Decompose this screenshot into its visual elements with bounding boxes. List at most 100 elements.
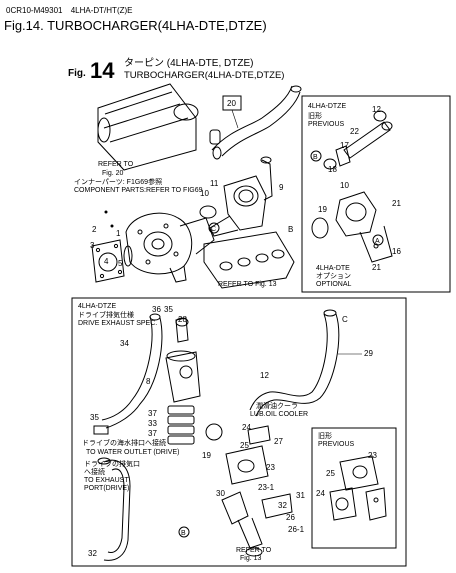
bottom-callout-32: 32 <box>278 501 287 510</box>
bottom-callout-27: 27 <box>274 437 283 446</box>
bottom-callout-c: C <box>342 315 348 324</box>
inset-marker-a: A <box>375 238 380 245</box>
bottom-callout-28: 28 <box>178 315 187 324</box>
marker-dot-b <box>110 224 114 228</box>
marker-c: C <box>211 226 216 233</box>
callout-20: 20 <box>227 99 236 108</box>
inset-callout-22: 22 <box>350 127 359 136</box>
turbo-outlet-elbow <box>209 175 267 237</box>
drive-spec-jp: ドライブ排気仕様 <box>78 310 134 319</box>
callout-1: 1 <box>116 229 121 238</box>
bottom-callout-37a: 37 <box>148 409 157 418</box>
inset-callout-12: 12 <box>372 105 381 114</box>
callout-5: 5 <box>118 259 123 268</box>
bottom-callout-36: 36 <box>152 305 161 314</box>
inset-callout-17: 17 <box>340 141 349 150</box>
figure-title: Fig.14. TURBOCHARGER(4LHA-DTE,DTZE) <box>4 18 267 33</box>
inset-br-callout-25: 25 <box>326 469 335 478</box>
bottom-callout-30: 30 <box>216 489 225 498</box>
fig-jp-title: ターピン (4LHA-DTE, DTZE) <box>124 57 253 69</box>
inset-marker-a-circle <box>372 234 384 246</box>
marker-dot-a <box>104 210 108 214</box>
water-outlet-en: TO WATER OUTLET (DRIVE) <box>86 449 179 456</box>
bellows-37-33 <box>167 405 195 445</box>
document-header: 0CR10-M49301 4LHA-DT/HT(Z)E <box>6 6 133 15</box>
water-hose-29 <box>249 309 340 417</box>
callout-11: 11 <box>210 179 219 188</box>
clamp-ring-10 <box>199 205 217 219</box>
marker-b: B <box>181 530 186 537</box>
callout-b-top: B <box>288 225 293 234</box>
bottom-callout-23: 23 <box>266 463 275 472</box>
bottom-callout-35b: 35 <box>90 413 99 422</box>
inset-callout-19: 19 <box>318 205 327 214</box>
figure-heading: Fig. 14 ターピン (4LHA-DTE, DTZE) TURBOCHARG… <box>68 57 284 83</box>
bottom-callout-23-1: 23-1 <box>258 483 275 492</box>
fig-label: Fig. <box>68 68 86 79</box>
bottom-callout-32b: 32 <box>88 549 97 558</box>
inset-marker-b-circle <box>310 150 322 162</box>
inset-sub-title: 4LHA-DTE <box>316 265 350 272</box>
pipe-bend-9 <box>260 156 273 201</box>
bottom-callout-26: 26 <box>286 513 295 522</box>
bottom-callout-37b: 37 <box>148 429 157 438</box>
bottom-callout-19: 19 <box>202 451 211 460</box>
inset-bottom-title: 4LHA-DTZE <box>78 303 116 310</box>
inset-top-prev-jp: 旧形 <box>308 112 322 120</box>
bottom-callout-26-1: 26-1 <box>288 525 305 534</box>
exhaust-port-jp: ドライブの排気口 <box>84 459 140 468</box>
callout-10: 10 <box>200 189 209 198</box>
lub-oil-cooler <box>225 425 271 485</box>
model-name: 4LHA-DT/HT(Z)E <box>70 6 133 15</box>
inset-callout-21b: 21 <box>372 263 381 272</box>
bottom-callout-12: 12 <box>260 371 269 380</box>
refer-fig20-note: REFER TO <box>98 161 134 168</box>
lub-cooler-jp: 潤滑油クーラ <box>256 401 298 410</box>
callout-2: 2 <box>92 225 97 234</box>
water-outlet-jp: ドライブの海水排口へ接続 <box>82 438 166 447</box>
marker-b-circle <box>178 526 190 538</box>
inset-top-title: 4LHA-DTZE <box>308 103 346 110</box>
optional-en: OPTIONAL <box>316 281 352 288</box>
bottom-callout-25: 25 <box>240 441 249 450</box>
inset-callout-10: 10 <box>340 181 349 190</box>
previous-pipe-assembly <box>323 110 393 170</box>
bottom-callout-35: 35 <box>164 305 173 314</box>
inset-br-callout-23: 23 <box>368 451 377 460</box>
bottom-callout-33: 33 <box>148 419 157 428</box>
refer-fig13-top: REFER TO Fig. 13 <box>218 281 277 288</box>
rubber-hose-20 <box>211 85 302 160</box>
inset-callout-16: 16 <box>392 247 401 256</box>
callout-3: 3 <box>90 241 95 250</box>
lower-pipe-assembly <box>221 491 293 557</box>
interior-parts-en: COMPONENT PARTS:REFER TO FIG69 <box>74 187 203 194</box>
refer-fig13-bottom-b: Fig. 13 <box>240 555 262 562</box>
inset-4lha-dtze-top <box>301 95 451 293</box>
previous-cooler-assembly <box>329 455 387 521</box>
refer-fig13-bottom-a: REFER TO <box>236 547 272 554</box>
exhaust-port-jp2: へ接続 <box>84 467 105 476</box>
bottom-callout-29: 29 <box>364 349 373 358</box>
inset-marker-b: B <box>313 154 318 161</box>
exhaust-port-en-b: PORT(DRIVE) <box>84 485 129 492</box>
inset-elbow-housing <box>311 191 393 263</box>
refer-fig20-num: Fig. 20 <box>102 170 124 177</box>
bottom-callout-8: 8 <box>146 377 151 386</box>
bottom-callout-24: 24 <box>242 423 251 432</box>
inset-bottom-prev-en: PREVIOUS <box>318 441 355 448</box>
turbocharger-body <box>125 212 215 283</box>
hose-fitting <box>93 425 109 435</box>
clamp-19 <box>205 423 223 441</box>
inset-callout-18: 18 <box>328 165 337 174</box>
inset-callout-21a: 21 <box>392 199 401 208</box>
doc-code: 0CR10-M49301 <box>6 6 63 15</box>
mixing-elbow-8 <box>165 317 201 403</box>
callout-4: 4 <box>104 257 109 266</box>
drive-spec-en: DRIVE EXHAUST SPEC. <box>78 320 157 327</box>
fig-en-title: TURBOCHARGER(4LHA-DTE,DTZE) <box>124 70 284 81</box>
inlet-flange <box>91 239 133 283</box>
callout-9: 9 <box>279 183 284 192</box>
fig-number: 14 <box>90 58 115 83</box>
exhaust-manifold-ports <box>203 231 295 289</box>
